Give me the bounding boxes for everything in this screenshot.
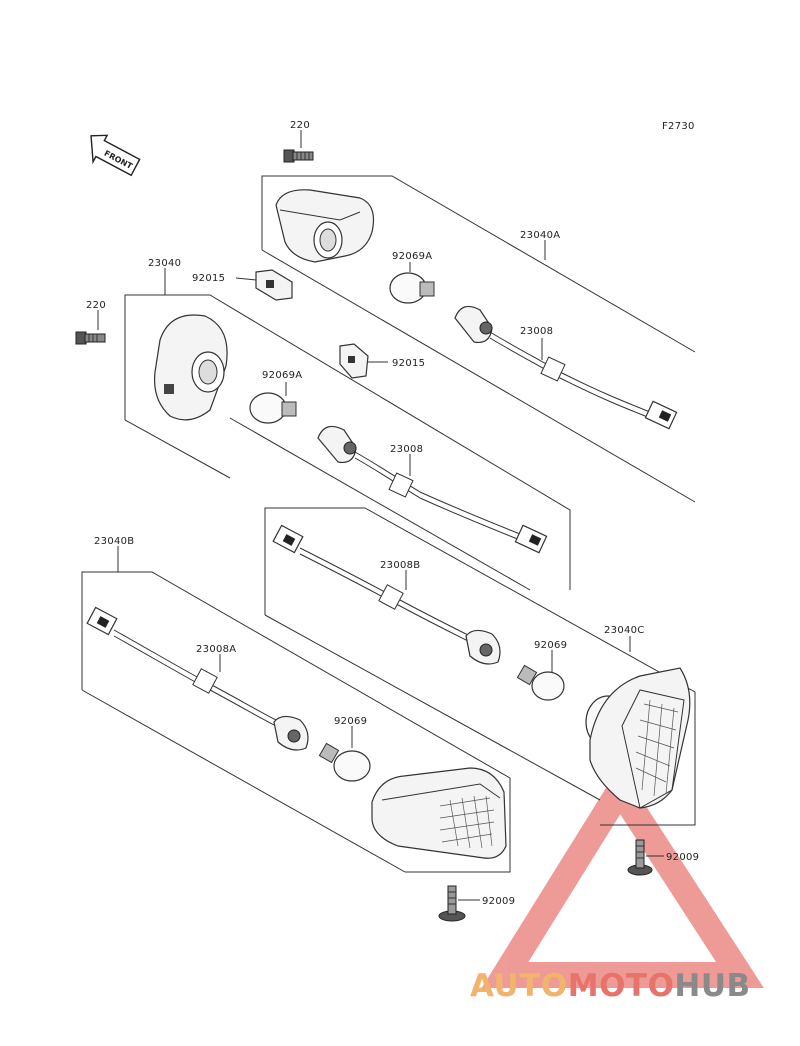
socket-23008B: [272, 524, 501, 665]
bulb-92069A-mid: [249, 382, 297, 424]
label-92015-a: 92015: [192, 273, 225, 284]
lamp-lens-23040B: [371, 767, 507, 859]
label-92069A-mid: 92069A: [262, 370, 302, 381]
lamp-housing-23040: [153, 314, 228, 421]
bulb-92069A-top: [389, 262, 435, 304]
bracket-23040B: [81, 571, 511, 873]
screw-220-left: [75, 310, 106, 345]
screw-92009-right: [627, 839, 664, 876]
label-23040A: 23040A: [520, 230, 560, 241]
front-arrow-icon: FRONT: [90, 134, 141, 177]
watermark-triangle: [481, 765, 764, 988]
label-23040: 23040: [148, 258, 181, 269]
bracket-23040: [124, 294, 571, 590]
label-92009-right: 92009: [666, 852, 699, 863]
label-220-left: 220: [86, 300, 106, 311]
svg-text:AUTOMOTOHUB: AUTOMOTOHUB: [470, 968, 751, 1004]
label-92015-b: 92015: [392, 358, 425, 369]
socket-23008-top: [454, 305, 678, 430]
label-23008A: 23008A: [196, 644, 236, 655]
clip-92015-b: [339, 343, 388, 379]
socket-23008A: [86, 606, 309, 751]
label-23040B: 23040B: [94, 536, 134, 547]
label-92069-left: 92069: [334, 716, 367, 727]
label-23008-mid: 23008: [390, 444, 423, 455]
label-23008B: 23008B: [380, 560, 420, 571]
lamp-housing-23040C: [585, 667, 691, 809]
label-23040C: 23040C: [604, 625, 645, 636]
socket-23008-mid: [317, 425, 548, 554]
screw-220-top: [283, 130, 314, 163]
watermark-part-moto: MOTO: [568, 968, 675, 1004]
label-92009-bottom: 92009: [482, 896, 515, 907]
label-92069-right: 92069: [534, 640, 567, 651]
bracket-23040A: [261, 175, 696, 353]
screw-92009-bottom: [438, 885, 480, 922]
bulb-92069-right: [516, 650, 565, 701]
watermark-part-hub: HUB: [674, 968, 750, 1004]
watermark-part-auto: AUTO: [470, 968, 568, 1004]
clip-92015-a: [235, 269, 293, 301]
figure-code: F2730: [662, 121, 695, 132]
label-220-top: 220: [290, 120, 310, 131]
bracket-23040C: [264, 507, 696, 826]
watermark-logo: AUTOMOTOHUB: [470, 968, 751, 1004]
bulb-92069-left: [318, 726, 371, 782]
label-23008-top: 23008: [520, 326, 553, 337]
label-92069A-top: 92069A: [392, 251, 432, 262]
lamp-housing-23040A: [275, 189, 375, 263]
